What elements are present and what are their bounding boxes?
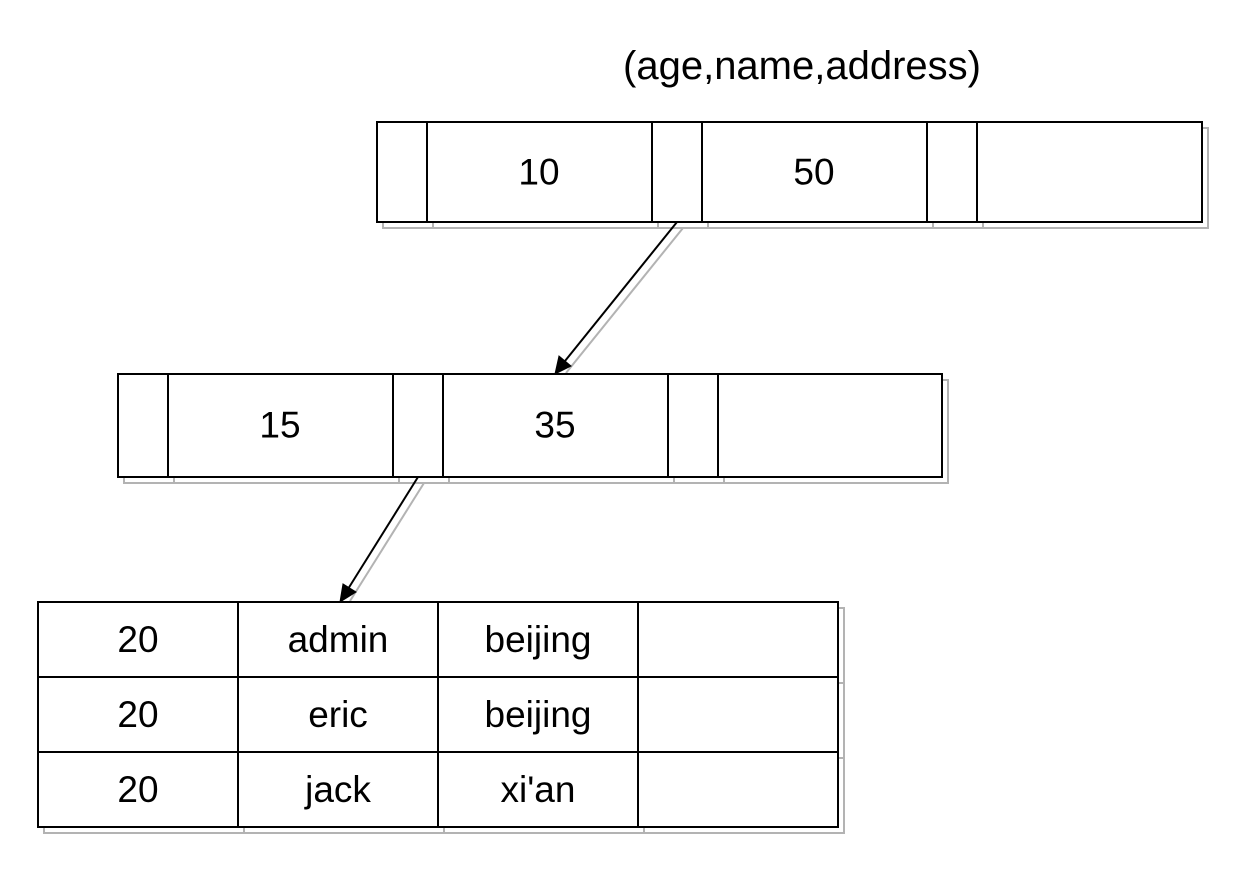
leaf-row-2-name: eric xyxy=(308,694,368,735)
leaf-cell-age xyxy=(37,676,239,753)
leaf-cell-extra xyxy=(637,751,839,828)
arrow-head-icon xyxy=(339,583,357,604)
edge-child-to-leaf-shadow xyxy=(349,482,425,602)
child-pointer-cell-1 xyxy=(117,373,169,478)
leaf-cell-address xyxy=(437,751,639,828)
root-pointer-cell-3 xyxy=(926,121,978,223)
leaf-cell-extra xyxy=(637,676,839,753)
child-pointer-cell-3 xyxy=(667,373,719,478)
edge-child-to-leaf xyxy=(339,476,425,604)
root-key-cell-2 xyxy=(701,121,928,223)
child-key-cell-3 xyxy=(717,373,943,478)
leaf-cell-age xyxy=(37,751,239,828)
root-pointer-cell-2 xyxy=(651,121,703,223)
root-key-cell-1 xyxy=(426,121,653,223)
child-key-2: 35 xyxy=(534,405,575,446)
leaf-row-1-name: admin xyxy=(288,619,389,660)
leaf-cell-name xyxy=(237,751,439,828)
leaf-cell-age xyxy=(37,601,239,678)
leaf-cell-address xyxy=(437,676,639,753)
edge-root-to-child-line xyxy=(564,221,678,362)
leaf-row-3-address: xi'an xyxy=(501,769,576,810)
root-key-1: 10 xyxy=(518,152,559,193)
edge-child-to-leaf-line xyxy=(347,476,419,590)
index-columns-label: (age,name,address) xyxy=(623,44,981,88)
leaf-row-2-age: 20 xyxy=(117,694,158,735)
child-key-1: 15 xyxy=(259,405,300,446)
leaf-cell-name xyxy=(237,676,439,753)
leaf-row-3-name: jack xyxy=(304,769,371,810)
edge-root-to-child-shadow xyxy=(565,227,684,374)
edge-root-to-child xyxy=(554,221,684,375)
child-key-cell-1 xyxy=(167,373,394,478)
root-node: 10 50 xyxy=(376,121,1209,229)
leaf-table: 20 admin beijing 20 eric beijing 20 jack xi'an xyxy=(37,601,845,834)
leaf-row-1-age: 20 xyxy=(117,619,158,660)
root-key-2: 50 xyxy=(793,152,834,193)
child-key-cell-2 xyxy=(442,373,669,478)
arrow-head-icon xyxy=(554,355,572,375)
leaf-cell-name xyxy=(237,601,439,678)
leaf-row-3-age: 20 xyxy=(117,769,158,810)
child-node: 15 35 xyxy=(117,373,949,484)
root-pointer-cell-1 xyxy=(376,121,428,223)
leaf-cell-extra xyxy=(637,601,839,678)
child-pointer-cell-2 xyxy=(392,373,444,478)
root-key-cell-3 xyxy=(976,121,1203,223)
leaf-row-2-address: beijing xyxy=(485,694,592,735)
leaf-row-1-address: beijing xyxy=(485,619,592,660)
